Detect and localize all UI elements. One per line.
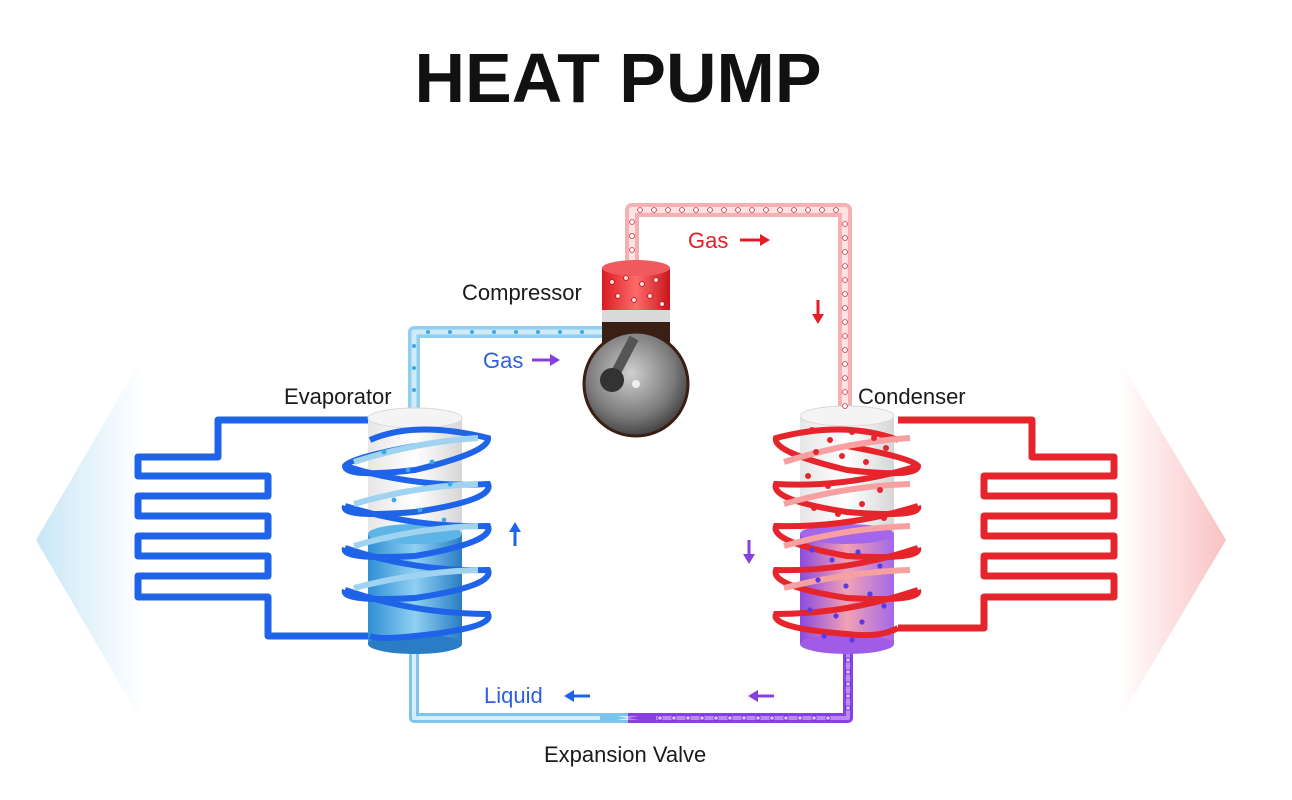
expansion-valve-label: Expansion Valve — [544, 742, 706, 767]
arrow-icon — [748, 690, 774, 702]
evaporator-label: Evaporator — [284, 384, 392, 409]
arrow-icon — [740, 234, 770, 246]
expansion-valve — [600, 713, 628, 723]
gas-label-hot: Gas — [688, 228, 728, 253]
suction-pipe — [408, 326, 612, 420]
gas-label-cold: Gas — [483, 348, 523, 373]
cold-arrow-icon — [36, 358, 142, 722]
arrow-icon — [509, 522, 521, 546]
refrigerant-bubbles — [381, 207, 889, 721]
compressor-label: Compressor — [462, 280, 582, 305]
page-title: HEAT PUMP — [414, 39, 821, 117]
condenser-label: Condenser — [858, 384, 966, 409]
arrow-icon — [812, 300, 824, 324]
liquid-label: Liquid — [484, 683, 543, 708]
arrow-icon — [743, 540, 755, 564]
condenser-indoor-coil — [898, 416, 1118, 632]
liquid-line-hot — [628, 650, 853, 723]
arrow-icon — [564, 690, 590, 702]
arrow-icon — [532, 354, 560, 366]
compressor — [582, 260, 690, 438]
heat-arrow-icon — [1118, 358, 1226, 722]
evaporator-outdoor-coil — [134, 416, 370, 640]
